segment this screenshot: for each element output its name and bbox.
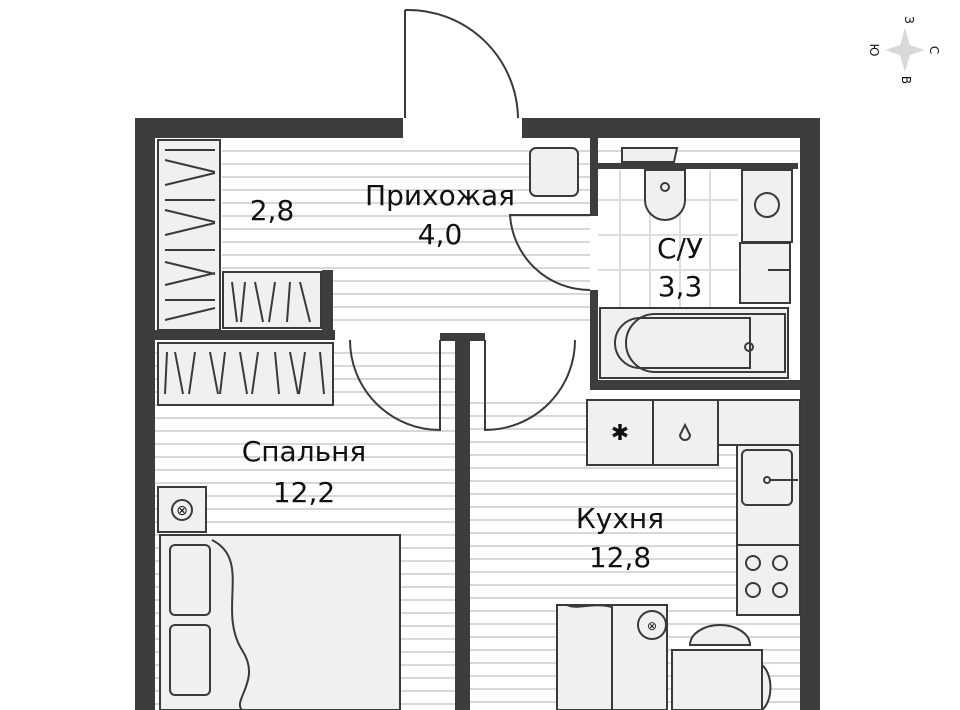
room-area-kitchen: 12,8 [589, 541, 651, 574]
svg-text:⊗: ⊗ [647, 619, 657, 633]
snowflake-icon: ✱ [611, 421, 629, 446]
sink [739, 242, 791, 304]
compass-east: В [899, 76, 913, 84]
bathroom-fixtures [599, 147, 793, 379]
svg-text:⊗: ⊗ [176, 503, 188, 519]
room-labels: 2,8 Прихожая 4,0 С/У 3,3 Спальня 12,2 Ку… [242, 179, 703, 574]
room-name-kitchen: Кухня [576, 502, 664, 535]
room-area-bathroom: 3,3 [658, 270, 703, 303]
wardrobe-hall [157, 139, 334, 406]
room-name-bedroom: Спальня [242, 435, 367, 468]
compass-north: С [927, 46, 941, 54]
room-name-hallway: Прихожая [365, 179, 515, 212]
drop-icon [678, 422, 692, 441]
doors [349, 8, 591, 432]
compass-west: З [902, 16, 916, 24]
sofa-kitchen: ⊗ [556, 604, 668, 710]
dining-table [671, 624, 772, 710]
compass: З С В Ю [867, 16, 941, 84]
room-name-bathroom: С/У [657, 232, 703, 265]
room-area-storage: 2,8 [250, 194, 295, 227]
bedroom-furniture: ⊗ [157, 486, 401, 710]
compass-south: Ю [867, 44, 881, 57]
room-area-hallway: 4,0 [418, 218, 463, 251]
hall-cabinet [529, 147, 579, 197]
toilet [644, 169, 686, 221]
stove [745, 555, 788, 598]
walls [135, 118, 820, 710]
kitchen-fixtures: ✱ ⊗ [556, 399, 801, 710]
room-area-bedroom: 12,2 [273, 476, 335, 509]
fridge [586, 399, 654, 466]
washing-machine [741, 169, 793, 243]
compass-star-icon [885, 28, 925, 72]
